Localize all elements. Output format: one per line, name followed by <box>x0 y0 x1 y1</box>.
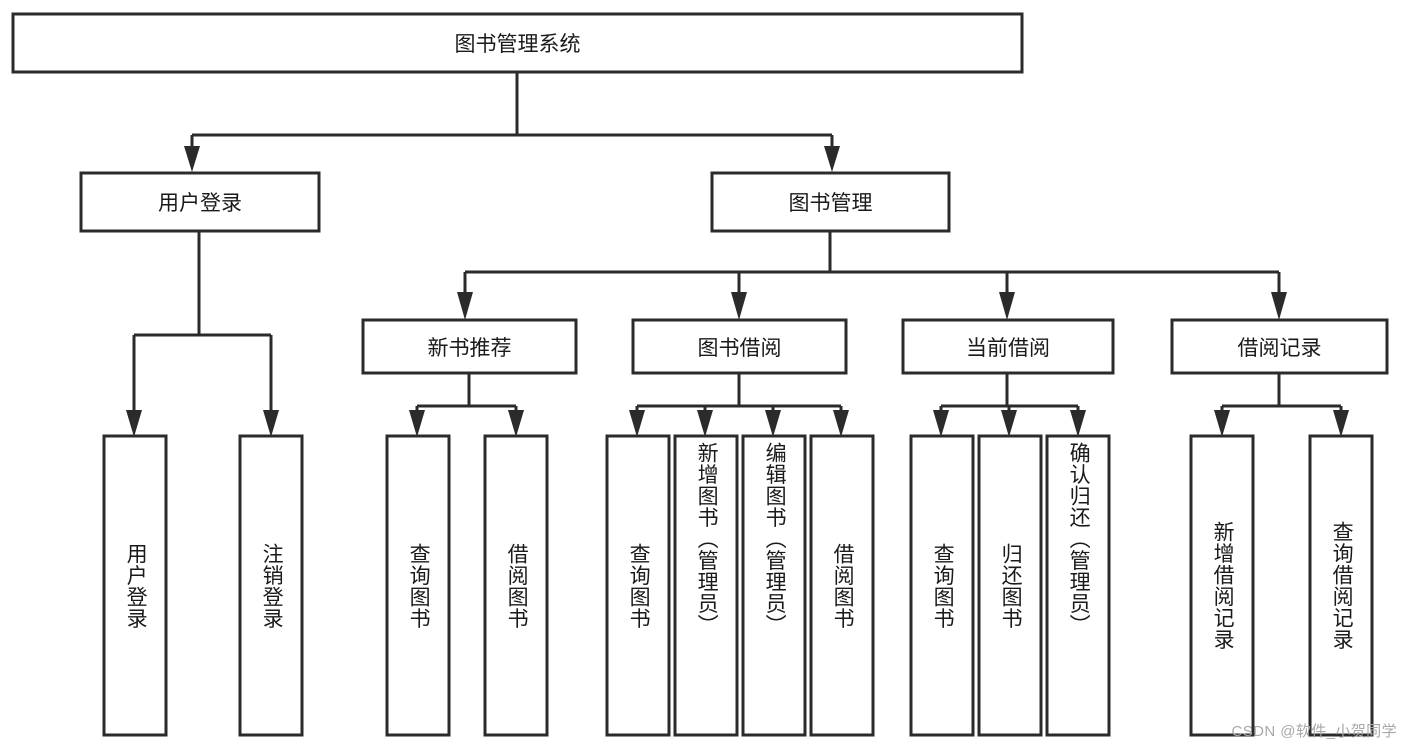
node-box-leaf-query-record[interactable] <box>1308 434 1374 737</box>
connector-layer <box>126 72 1349 437</box>
node-box-root[interactable] <box>11 12 1024 74</box>
arrow-to-current-borrow <box>999 292 1015 320</box>
node-box-current-borrow[interactable] <box>901 318 1115 375</box>
arrow-to-leaf-query-record <box>1333 410 1349 437</box>
arrow-root-to-user-login <box>184 146 200 172</box>
node-box-leaf-return-book[interactable] <box>977 434 1043 737</box>
node-box-leaf-query-book-1[interactable] <box>385 434 451 737</box>
node-box-leaf-add-record[interactable] <box>1189 434 1255 737</box>
arrow-to-new-book-rec <box>457 292 473 320</box>
arrow-to-leaf-add-record <box>1214 410 1230 437</box>
arrow-to-leaf-borrow-book-2 <box>833 410 849 437</box>
node-box-leaf-add-book[interactable] <box>673 434 739 737</box>
arrow-to-book-borrow <box>731 292 747 320</box>
arrow-to-borrow-record <box>1271 292 1287 320</box>
node-box-borrow-record[interactable] <box>1170 318 1389 375</box>
node-box-new-book-rec[interactable] <box>361 318 578 375</box>
arrow-to-leaf-edit-book <box>765 410 781 437</box>
arrow-to-leaf-user-login <box>126 410 142 437</box>
node-box-leaf-query-book-2[interactable] <box>605 434 671 737</box>
arrow-to-leaf-query-book-2 <box>629 410 645 437</box>
arrow-to-leaf-logout-login <box>263 410 279 437</box>
arrow-root-to-book-manage <box>824 146 840 172</box>
watermark-text: CSDN @软件_小贺同学 <box>1231 723 1397 740</box>
node-box-leaf-confirm-return[interactable] <box>1045 434 1111 737</box>
arrow-to-leaf-return-book <box>1001 410 1017 437</box>
node-box-leaf-edit-book[interactable] <box>741 434 807 737</box>
node-box-user-login[interactable] <box>79 171 321 233</box>
node-box-leaf-logout-login[interactable] <box>238 434 304 737</box>
arrow-to-leaf-query-book-1 <box>409 410 425 437</box>
node-box-leaf-borrow-book-2[interactable] <box>809 434 875 737</box>
arrow-to-leaf-borrow-book-1 <box>508 410 524 437</box>
node-box-leaf-borrow-book-1[interactable] <box>483 434 549 737</box>
node-layer <box>11 12 1389 737</box>
arrow-to-leaf-query-book-3 <box>933 410 949 437</box>
node-box-book-borrow[interactable] <box>631 318 848 375</box>
node-box-leaf-query-book-3[interactable] <box>909 434 975 737</box>
node-box-leaf-user-login[interactable] <box>102 434 168 737</box>
node-box-book-manage[interactable] <box>710 171 951 233</box>
arrow-to-leaf-add-book <box>697 410 713 437</box>
arrow-to-leaf-confirm-return <box>1070 410 1086 437</box>
